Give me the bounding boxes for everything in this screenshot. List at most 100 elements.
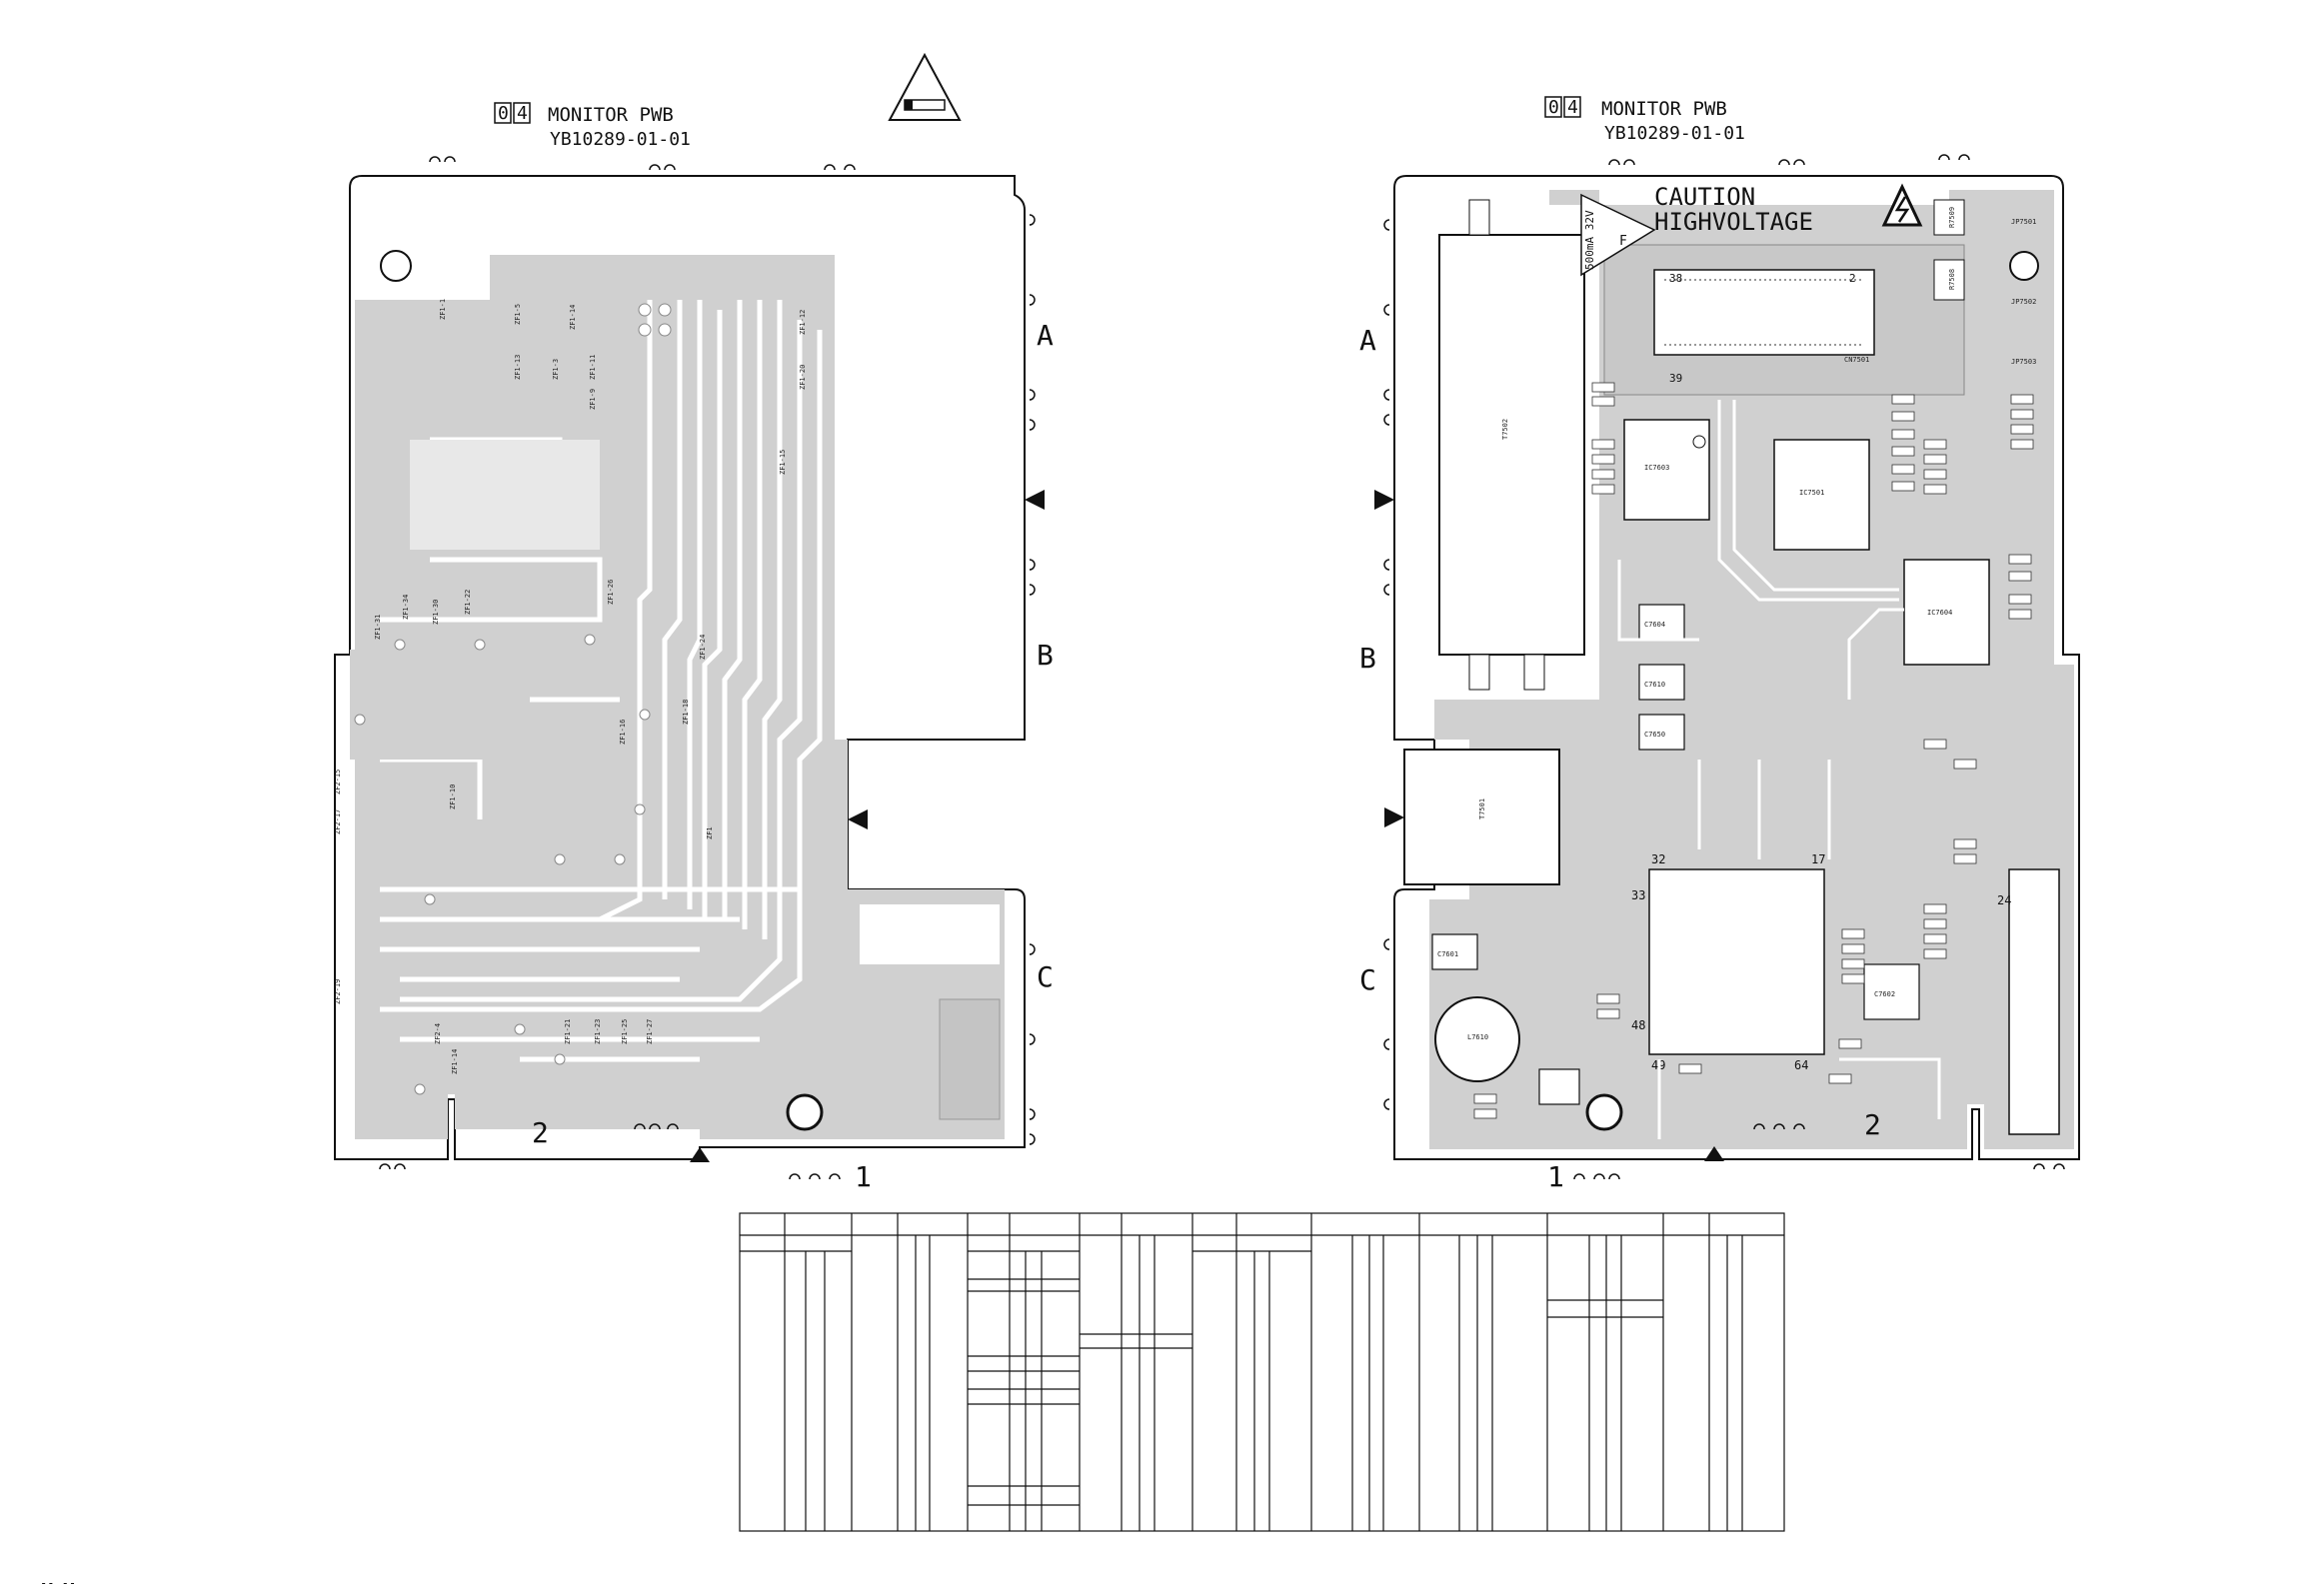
svg-text:ZF1-23: ZF1-23 [594,1019,602,1044]
high-voltage-icon [1881,183,1923,227]
fuse-caution-triangle [1580,193,1656,277]
svg-text:2: 2 [1849,272,1856,285]
left-edge-letter-b: B [1037,639,1054,672]
left-marker-arrow-bottom [690,1147,710,1162]
left-board-cutout [860,904,1000,964]
svg-text:ZF1-5: ZF1-5 [514,304,522,325]
ic-ic7603 [1623,419,1710,521]
right-edge-letter-b: B [1359,642,1376,675]
svg-text:ZF2-15: ZF2-15 [334,770,342,794]
right-board-traces [1617,400,1941,1139]
svg-text:ZF1-18: ZF1-18 [682,700,690,725]
svg-text:L7610: L7610 [1467,1033,1488,1041]
fuse-rating: 500mA 32V [1583,210,1596,270]
left-board-part-number: YB10289-01-01 [550,129,691,150]
svg-text:ZF1-26: ZF1-26 [607,580,615,605]
jumper-jp7503: JP7503 [2011,358,2036,366]
right-marker-arrow-b [1384,807,1404,827]
jumper-jp7502: JP7502 [2011,298,2036,306]
right-mounting-hole-bottom [1585,1093,1623,1131]
right-edge-letter-a: A [1359,324,1376,357]
svg-text:C7601: C7601 [1437,950,1458,958]
transformer-t7502 [1438,234,1585,656]
svg-text:39: 39 [1669,372,1682,385]
right-code-digit-2: 4 [1567,97,1578,118]
svg-text:ZF1-25: ZF1-25 [621,1019,629,1044]
left-board-block [939,998,1001,1120]
left-board: 0 4 MONITOR PWB YB10289-01-01 [334,52,1054,1193]
left-zone-labels: ZF1-1 ZF1-5 ZF1-14 ZF1-13 ZF1-3 ZF1-11 Z… [334,299,807,1074]
svg-text:ZF1-14: ZF1-14 [451,1049,459,1074]
left-code-digit-2: 4 [517,103,528,124]
svg-text:IC7501: IC7501 [1799,489,1824,497]
reference-grid-table [739,1212,1785,1532]
right-bottom-number-2: 2 [1864,1108,1881,1141]
left-edge-ticks [379,156,1036,1180]
right-board-title: MONITOR PWB [1601,98,1727,120]
left-marker-arrow-a [1025,490,1045,510]
svg-text:ZF1-30: ZF1-30 [432,600,440,625]
svg-text:ZF1-24: ZF1-24 [699,635,707,660]
svg-text:64: 64 [1794,1058,1808,1072]
ic-main-qfp [1648,868,1825,1055]
svg-text:33: 33 [1631,888,1645,902]
left-edge-letter-a: A [1037,319,1054,352]
right-board-part-number: YB10289-01-01 [1604,123,1745,144]
jumper-jp7501: JP7501 [2011,218,2036,226]
high-voltage-text: HIGHVOLTAGE [1654,208,1813,236]
svg-text:17: 17 [1811,852,1825,866]
left-bottom-number-2: 2 [532,1116,549,1149]
fuse-warning-icon [888,52,962,121]
svg-text:C7602: C7602 [1874,990,1895,998]
right-bottom-number-1: 1 [1547,1160,1564,1193]
left-board-pad-region [350,650,530,760]
svg-text:ZF1-16: ZF1-16 [619,720,627,745]
svg-text:ZF2-19: ZF2-19 [334,979,342,1004]
svg-text:ZF1: ZF1 [706,826,714,839]
left-board-vias [354,303,672,1095]
ic-ic7604 [1903,559,1990,666]
right-board: 0 4 MONITOR PWB YB10289-01-01 T7502 T750… [1359,96,2080,1193]
svg-text:R7509: R7509 [1948,207,1956,228]
right-mounting-hole-top [2009,251,2039,281]
right-marker-arrow-bottom [1704,1146,1724,1161]
svg-text:C7650: C7650 [1644,731,1665,739]
svg-text:T7501: T7501 [1478,798,1486,819]
footer-text: -- -- [40,1576,76,1588]
svg-text:38: 38 [1669,272,1682,285]
svg-text:32: 32 [1651,852,1665,866]
resistor-array [1473,382,2034,1119]
svg-text:ZF1-3: ZF1-3 [552,359,560,380]
svg-text:ZF1-15: ZF1-15 [779,450,787,475]
svg-text:ZF1-21: ZF1-21 [564,1019,572,1044]
svg-text:C7604: C7604 [1644,621,1665,629]
left-marker-arrow-b [848,809,868,829]
transformer-t7501 [1403,749,1560,885]
svg-text:ZF1-12: ZF1-12 [799,310,807,335]
svg-text:R7508: R7508 [1948,269,1956,290]
svg-text:ZF1-27: ZF1-27 [646,1019,654,1044]
right-edge-ticks [1383,154,2065,1180]
connector-cn7501 [1653,269,1875,356]
connector-pins [1664,279,1864,346]
svg-text:ZF1-22: ZF1-22 [464,590,472,615]
jumper-r7509 [1933,199,1965,236]
svg-text:ZF1-1: ZF1-1 [439,299,447,320]
left-edge-letter-c: C [1037,960,1054,993]
connector-side [2008,868,2060,1135]
svg-text:ZF1-10: ZF1-10 [449,785,457,809]
caution-text: CAUTION [1654,183,1755,211]
svg-text:C7610: C7610 [1644,681,1665,689]
svg-text:ZF1-31: ZF1-31 [374,615,382,640]
svg-text:ZF2-4: ZF2-4 [434,1023,442,1044]
jumper-r7508 [1933,259,1965,301]
svg-text:CN7501: CN7501 [1844,356,1869,364]
left-code-digit-1: 0 [498,103,509,124]
svg-text:ZF2-17: ZF2-17 [334,809,342,834]
left-mounting-hole-bottom [786,1093,824,1131]
svg-text:IC7604: IC7604 [1927,609,1952,617]
svg-text:ZF1-14: ZF1-14 [569,305,577,330]
left-bottom-number-1: 1 [855,1160,872,1193]
svg-text:ZF1-34: ZF1-34 [402,595,410,620]
